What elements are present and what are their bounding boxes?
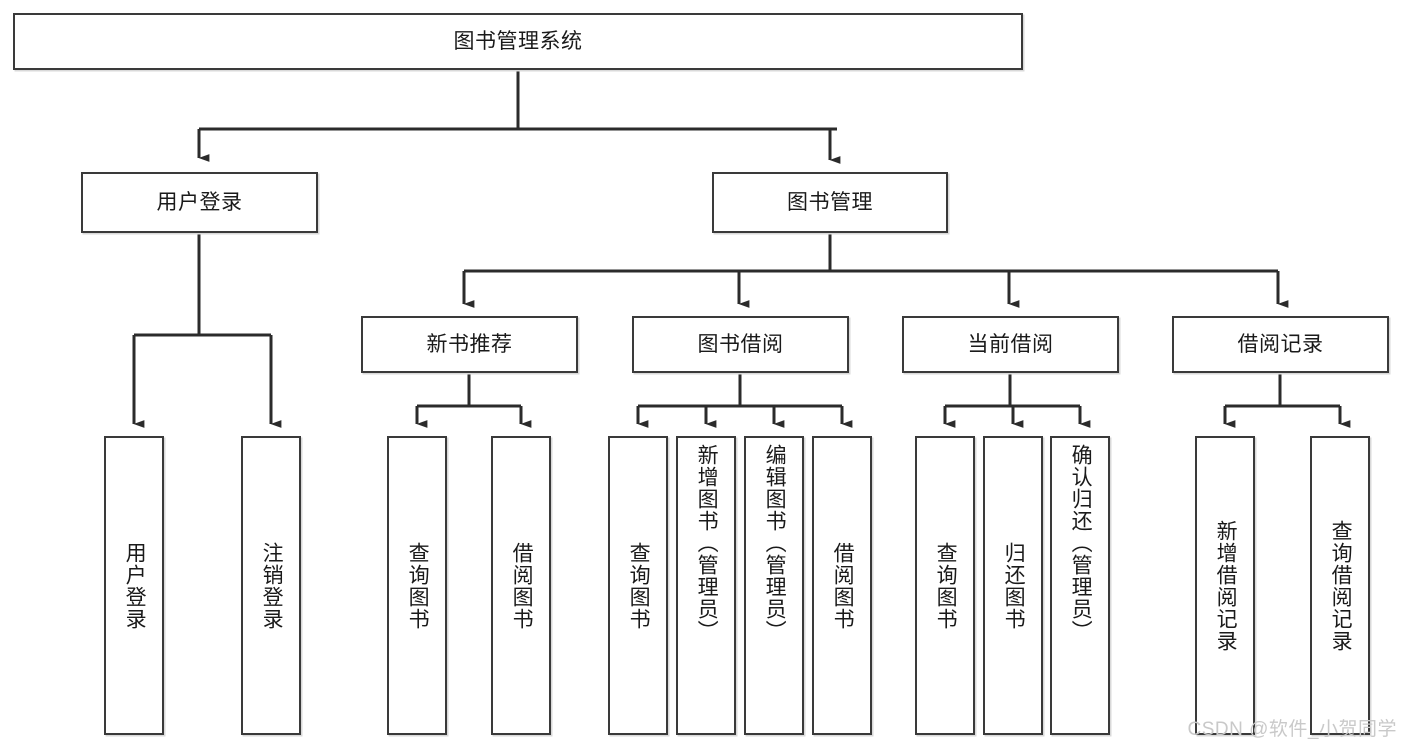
leaf-borrow-book-1[interactable]: 借阅图书 <box>491 436 551 735</box>
leaf-user-login[interactable]: 用户登录 <box>104 436 164 735</box>
node-label: 借阅图书 <box>831 541 855 630</box>
node-user-login[interactable]: 用户登录 <box>81 172 318 233</box>
node-label: 查询图书 <box>934 541 958 630</box>
node-label: 归还图书 <box>1002 541 1026 630</box>
leaf-add-record[interactable]: 新增借阅记录 <box>1195 436 1255 735</box>
node-label: 新增借阅记录 <box>1214 519 1238 652</box>
node-current-borrow[interactable]: 当前借阅 <box>902 316 1119 373</box>
node-label: 新增图书（管理员） <box>695 444 719 642</box>
node-label: 借阅图书 <box>510 541 534 630</box>
leaf-user-logout[interactable]: 注销登录 <box>241 436 301 735</box>
node-label: 注销登录 <box>260 541 284 630</box>
leaf-return-book[interactable]: 归还图书 <box>983 436 1043 735</box>
watermark-credit: CSDN @软件_小贺同学 <box>1187 719 1397 740</box>
node-label: 编辑图书（管理员） <box>763 444 787 642</box>
node-label: 用户登录 <box>156 190 243 214</box>
node-label: 借阅记录 <box>1237 332 1324 356</box>
leaf-query-book-3[interactable]: 查询图书 <box>915 436 975 735</box>
node-label: 查询图书 <box>406 541 430 630</box>
node-label: 图书借阅 <box>697 332 784 356</box>
leaf-edit-book[interactable]: 编辑图书（管理员） <box>744 436 804 735</box>
leaf-query-book-1[interactable]: 查询图书 <box>387 436 447 735</box>
node-label: 用户登录 <box>123 541 147 630</box>
node-label: 确认归还（管理员） <box>1069 444 1093 642</box>
node-book-borrow[interactable]: 图书借阅 <box>632 316 849 373</box>
node-label: 查询借阅记录 <box>1329 519 1353 652</box>
leaf-add-book[interactable]: 新增图书（管理员） <box>676 436 736 735</box>
leaf-borrow-book-2[interactable]: 借阅图书 <box>812 436 872 735</box>
node-borrow-record[interactable]: 借阅记录 <box>1172 316 1389 373</box>
node-label: 图书管理 <box>787 190 873 214</box>
node-root-system[interactable]: 图书管理系统 <box>13 13 1023 70</box>
leaf-confirm-return[interactable]: 确认归还（管理员） <box>1050 436 1110 735</box>
node-new-book-recommend[interactable]: 新书推荐 <box>361 316 578 373</box>
leaf-query-record[interactable]: 查询借阅记录 <box>1310 436 1370 735</box>
leaf-query-book-2[interactable]: 查询图书 <box>608 436 668 735</box>
node-label: 新书推荐 <box>426 332 513 356</box>
node-book-manage[interactable]: 图书管理 <box>712 172 948 233</box>
node-label: 查询图书 <box>627 541 651 630</box>
node-label: 图书管理系统 <box>453 29 583 53</box>
node-label: 当前借阅 <box>967 332 1054 356</box>
